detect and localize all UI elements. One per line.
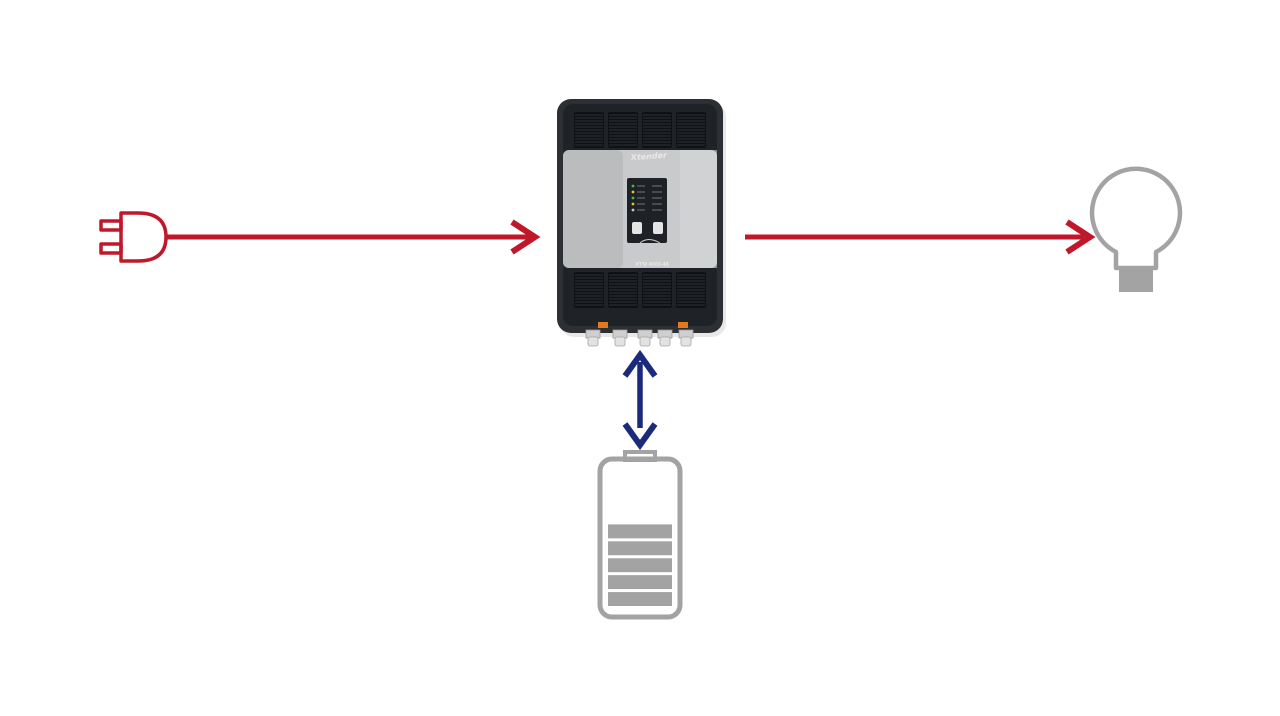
battery-cell: [608, 524, 672, 539]
dc-arrow-head-up: [622, 349, 658, 378]
device-bottom-vents: [574, 272, 706, 308]
cable-gland-cap: [587, 336, 599, 347]
battery-icon: [597, 450, 683, 620]
bulb-glass: [1089, 166, 1183, 271]
cable-gland-cap: [614, 336, 626, 347]
status-led: [631, 184, 635, 188]
cable-gland-cap: [659, 336, 671, 347]
battery-cell: [608, 558, 672, 573]
device-button-right: [653, 222, 663, 234]
plug-icon: [99, 211, 168, 263]
status-led: [631, 208, 635, 212]
cable-gland-cap: [639, 336, 651, 347]
battery-body: [597, 456, 683, 620]
device-logo: [639, 239, 661, 244]
ac-output-arrow: [745, 219, 1096, 255]
plug-body: [119, 211, 168, 263]
light-bulb-icon: [1089, 166, 1183, 292]
device-top-vents: [574, 112, 706, 148]
cable-gland-cap: [680, 336, 692, 347]
device-cable-glands: [585, 322, 694, 347]
status-led: [631, 190, 635, 194]
plug-prong-bottom: [99, 242, 123, 255]
battery-cell: [608, 592, 672, 606]
ac-input-arrow: [166, 219, 541, 255]
inverter-charger-device: Xtender XTM 4000-48: [557, 99, 726, 347]
battery-cell: [608, 575, 672, 590]
dc-arrow-head-down: [622, 422, 658, 451]
ac-output-arrow-head: [1065, 219, 1096, 255]
device-brand-label: Xtender: [629, 151, 668, 163]
warning-label: [678, 322, 688, 328]
device-button-left: [632, 222, 642, 234]
dc-bidirectional-arrow: [622, 349, 658, 451]
battery-charge-cells: [608, 524, 672, 606]
status-led: [631, 202, 635, 206]
device-status-leds: [631, 184, 662, 212]
battery-cell: [608, 541, 672, 556]
warning-label: [598, 322, 608, 328]
status-led: [631, 196, 635, 200]
device-model-label: XTM 4000-48: [635, 262, 668, 268]
ac-input-arrow-head: [510, 219, 541, 255]
plug-prong-top: [99, 219, 123, 232]
bulb-base: [1119, 270, 1153, 292]
